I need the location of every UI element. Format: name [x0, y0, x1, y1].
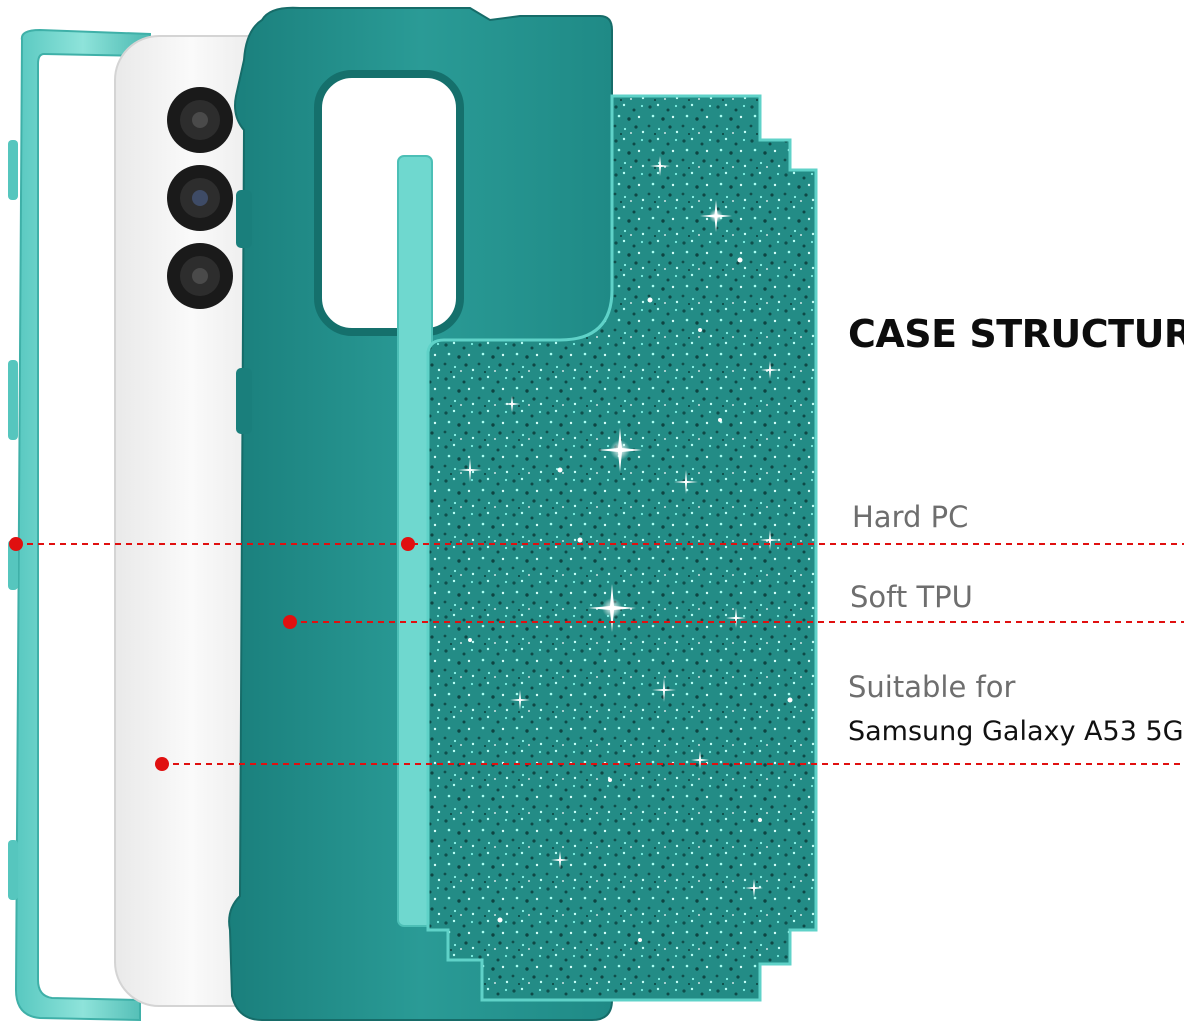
bumper-frame	[8, 28, 151, 1022]
label-hard-pc: Hard PC	[852, 500, 969, 534]
indicator-dot-phone	[155, 757, 169, 771]
camera-module	[167, 87, 268, 309]
indicator-dot-soft-tpu	[283, 615, 297, 629]
label-suitable-for: Suitable for	[848, 670, 1016, 704]
indicator-dot-frame	[9, 537, 23, 551]
page-title: CASE STRUCTURE	[848, 312, 1184, 356]
indicator-dot-hard-pc	[401, 537, 415, 551]
label-phone-model: Samsung Galaxy A53 5G	[848, 716, 1184, 747]
sparkles	[458, 156, 793, 942]
indicator-lines	[9, 537, 1184, 771]
hard-pc-glitter-back	[426, 94, 818, 1002]
label-soft-tpu: Soft TPU	[850, 580, 973, 614]
